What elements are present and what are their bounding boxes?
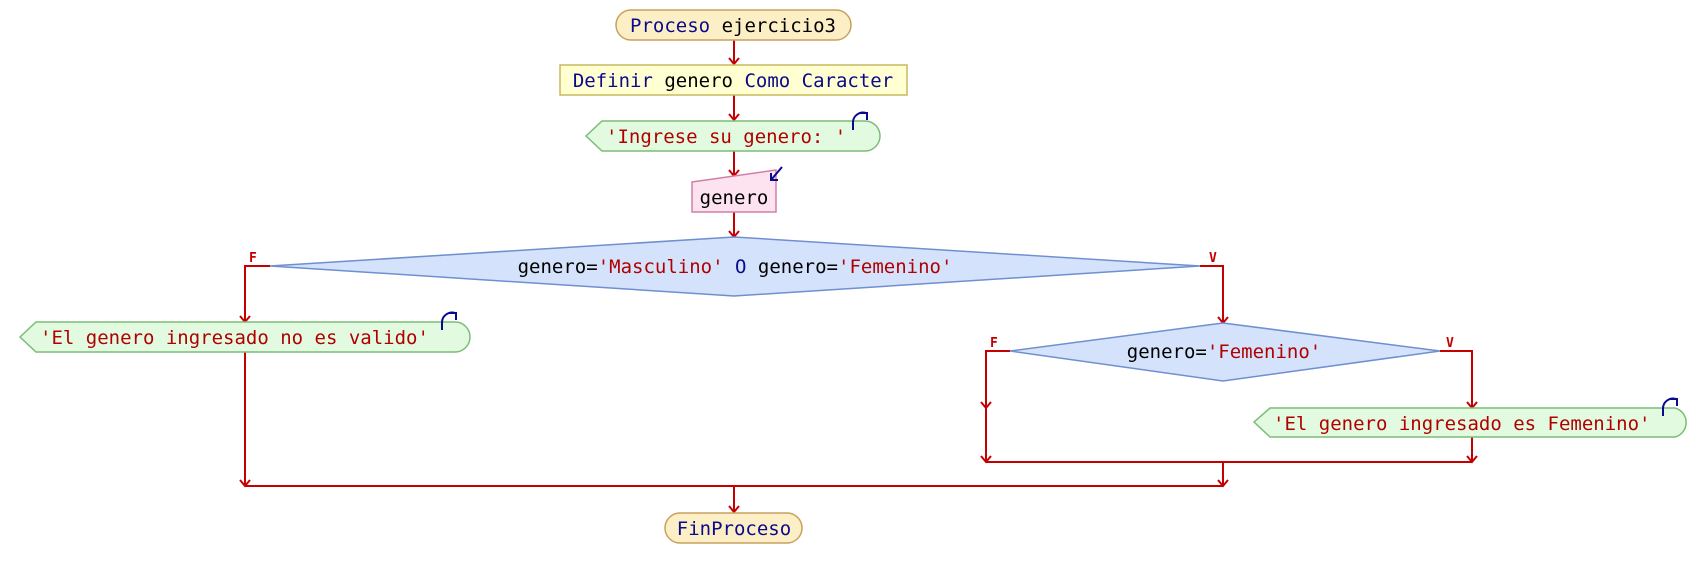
- connectors: [239, 40, 1478, 514]
- read-input: genero: [691, 166, 783, 213]
- end-keyword: FinProceso: [677, 518, 791, 540]
- prompt-text: 'Ingrese su genero: ': [606, 126, 846, 148]
- start-terminal: Proceso ejercicio3: [615, 9, 852, 41]
- input-arrow-icon: [770, 166, 783, 181]
- start-keyword: Proceso: [630, 15, 710, 37]
- cond2-op: =: [1195, 341, 1206, 363]
- read-var: genero: [700, 187, 769, 209]
- define-keyword: Definir: [573, 70, 653, 92]
- arrowhead: [728, 57, 740, 66]
- prompt-output: 'Ingrese su genero: ': [584, 111, 881, 152]
- arrowhead: [728, 113, 740, 122]
- cond1-str2: 'Femenino': [838, 256, 952, 278]
- process-name: ejercicio3: [722, 15, 836, 37]
- cond1-op2: =: [827, 256, 838, 278]
- cond2-false-label: F: [990, 336, 998, 351]
- connector-cond1-false: [244, 265, 270, 322]
- define-var: genero: [664, 70, 733, 92]
- cond1-false-label: F: [249, 251, 257, 266]
- cond1-or: O: [735, 256, 746, 278]
- cond1-var2: genero: [758, 256, 827, 278]
- invalid-text: 'El genero ingresado no es valido': [40, 327, 429, 349]
- connector-cond2-false: [985, 350, 1010, 408]
- output-arrow-icon: [852, 111, 868, 130]
- connector-cond1-true: [1200, 265, 1224, 323]
- cond1-op1: =: [586, 256, 597, 278]
- female-text: 'El genero ingresado es Femenino': [1273, 413, 1651, 435]
- connector-cond2-true: [1440, 350, 1473, 408]
- decision-gender-valid: genero='Masculino' O genero='Femenino' F…: [249, 236, 1217, 297]
- svg-text:genero='Femenino': genero='Femenino': [1127, 341, 1321, 363]
- cond1-var1: genero: [518, 256, 587, 278]
- invalid-output: 'El genero ingresado no es valido': [18, 311, 471, 353]
- define-process: Definir genero Como Caracter: [559, 64, 908, 96]
- type-keyword: Caracter: [802, 70, 894, 92]
- arrowhead: [728, 505, 740, 514]
- start-space: [710, 15, 721, 37]
- output-arrow-icon: [441, 311, 457, 330]
- svg-text:Definir genero Como Caracter: Definir genero Como Caracter: [573, 70, 893, 92]
- svg-text:Proceso ejercicio3: Proceso ejercicio3: [630, 15, 836, 37]
- output-arrow-icon: [1662, 397, 1678, 416]
- decision-gender-female: genero='Femenino' F V: [990, 322, 1454, 382]
- svg-text:genero='Masculino' O genero='F: genero='Masculino' O genero='Femenino': [518, 256, 953, 278]
- cond1-str1: 'Masculino': [598, 256, 724, 278]
- cond2-var: genero: [1127, 341, 1196, 363]
- cond2-str: 'Femenino': [1207, 341, 1321, 363]
- cond2-true-label: V: [1446, 336, 1454, 351]
- end-terminal: FinProceso: [664, 512, 803, 544]
- cond1-true-label: V: [1209, 251, 1217, 266]
- como-keyword: Como: [744, 70, 790, 92]
- female-output: 'El genero ingresado es Femenino': [1252, 397, 1687, 438]
